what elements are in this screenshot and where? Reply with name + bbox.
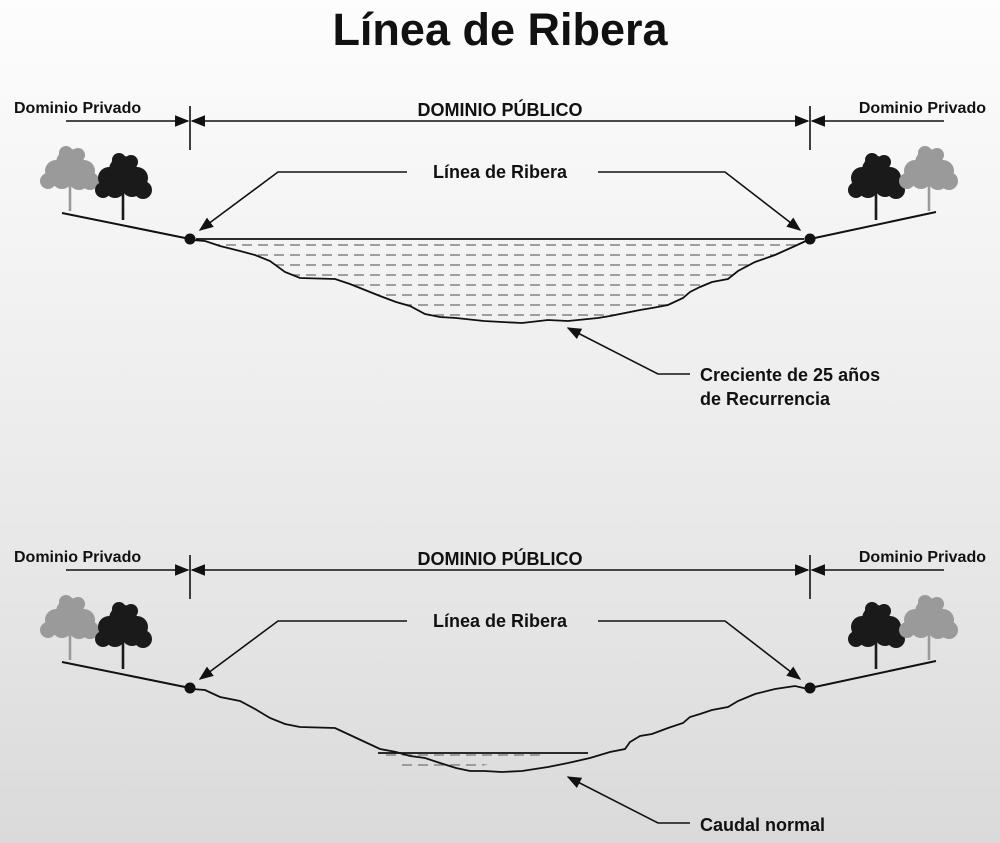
- water-label-line-2: de Recurrencia: [700, 389, 831, 409]
- bank-line-arrows: [198, 171, 802, 231]
- right-ground: [809, 660, 937, 689]
- water-label-line-1: Creciente de 25 años: [700, 365, 880, 385]
- bank-point-right: [804, 233, 816, 245]
- right-zone-label: Dominio Privado: [859, 549, 986, 566]
- bank-point-right: [804, 682, 816, 694]
- center-zone-label: DOMINIO PÚBLICO: [418, 548, 583, 569]
- bank-line-arrows: [198, 620, 802, 680]
- tree-dark-icon: [95, 153, 152, 220]
- dimension-line: [66, 106, 944, 150]
- right-zone-label: Dominio Privado: [859, 100, 986, 117]
- tree-dark-icon: [848, 153, 905, 220]
- page-title: Línea de Ribera: [332, 4, 668, 55]
- bank-point-left: [184, 233, 196, 245]
- left-ground: [61, 212, 191, 240]
- tree-dark-icon: [95, 602, 152, 669]
- left-zone-label: Dominio Privado: [14, 549, 141, 566]
- bank-line-label: Línea de Ribera: [433, 611, 568, 631]
- water-label-arrow: [566, 776, 690, 824]
- bank-line-label: Línea de Ribera: [433, 162, 568, 182]
- left-ground: [61, 661, 191, 689]
- tree-light-icon: [40, 146, 99, 211]
- tree-light-icon: [899, 146, 958, 211]
- water-label-line-1: Caudal normal: [700, 815, 825, 835]
- left-zone-label: Dominio Privado: [14, 100, 141, 117]
- tree-light-icon: [899, 595, 958, 660]
- water-label-arrow: [566, 327, 690, 375]
- panel-flood: Dominio Privado DOMINIO PÚBLICO Dominio …: [14, 99, 986, 409]
- dimension-line: [66, 555, 944, 599]
- panel-normal: Dominio Privado DOMINIO PÚBLICO Dominio …: [14, 548, 986, 835]
- right-ground: [809, 211, 937, 240]
- tree-light-icon: [40, 595, 99, 660]
- center-zone-label: DOMINIO PÚBLICO: [418, 99, 583, 120]
- flood-water: [196, 239, 804, 323]
- bank-point-left: [184, 682, 196, 694]
- tree-dark-icon: [848, 602, 905, 669]
- riverbed: [191, 239, 809, 324]
- riverbed: [191, 685, 809, 773]
